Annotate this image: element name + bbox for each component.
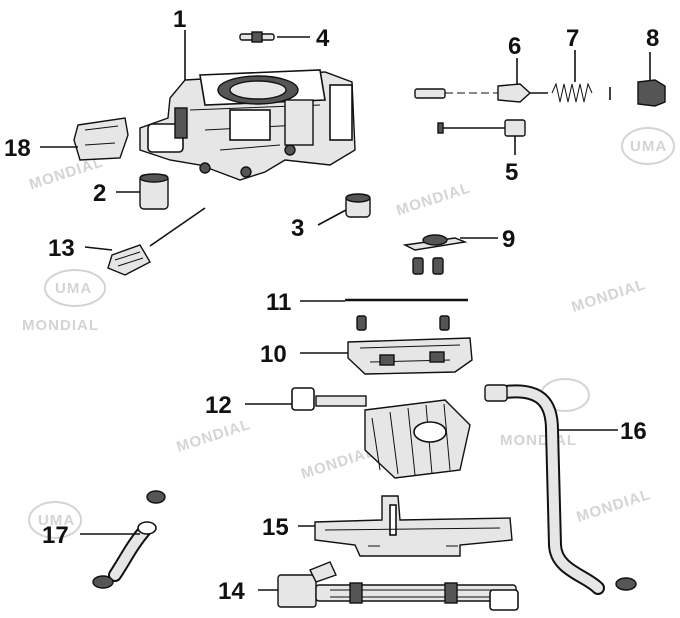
float-12 xyxy=(291,387,471,479)
watermark-text: MONDIAL xyxy=(574,486,652,526)
watermark-text: MONDIAL xyxy=(569,276,647,316)
leader-lines xyxy=(40,30,651,591)
callout-10: 10 xyxy=(260,341,287,368)
watermark-text: MONDIAL xyxy=(394,179,472,219)
watermark-logo-text: UMA xyxy=(630,138,667,155)
jet-2 xyxy=(139,173,169,210)
callout-12: 12 xyxy=(205,392,232,419)
watermark-text: MONDIAL xyxy=(22,317,99,334)
watermark-logo: UMA xyxy=(621,127,675,165)
callout-14: 14 xyxy=(218,578,245,605)
callout-15: 15 xyxy=(262,514,289,541)
callout-4: 4 xyxy=(316,25,330,52)
watermark-text: MONDIAL xyxy=(174,416,252,456)
pin-4 xyxy=(239,31,275,43)
callout-17: 17 xyxy=(42,522,69,549)
watermark-logo: UMA xyxy=(28,501,82,539)
watermark-text: MONDIAL xyxy=(500,432,577,449)
callout-16: 16 xyxy=(620,418,647,445)
watermark-logo-text: UMA xyxy=(55,280,92,297)
callout-11: 11 xyxy=(266,289,291,316)
base-plate-15 xyxy=(314,495,513,557)
manifold-14 xyxy=(277,561,519,611)
callout-13: 13 xyxy=(48,235,75,262)
callout-5: 5 xyxy=(505,159,518,186)
drain-hose-16 xyxy=(484,384,637,595)
callout-8: 8 xyxy=(646,25,659,52)
callout-7: 7 xyxy=(566,25,579,52)
callout-1: 1 xyxy=(173,6,186,33)
carburetor-body xyxy=(139,69,356,181)
pilot-screw-13 xyxy=(107,207,206,276)
watermarks: MONDIAL MONDIAL MONDIAL MONDIAL MONDIAL … xyxy=(22,127,675,539)
choke-cover-18 xyxy=(73,117,129,161)
spring-7 xyxy=(551,82,593,103)
callout-9: 9 xyxy=(502,226,515,253)
callout-6: 6 xyxy=(508,33,521,60)
watermark-logo: UMA xyxy=(44,269,106,307)
callout-labels: 1 2 3 4 5 6 7 8 9 10 11 12 13 14 15 16 1… xyxy=(4,6,659,605)
hose-17 xyxy=(92,490,166,589)
callout-3: 3 xyxy=(291,215,304,242)
gasket-11 xyxy=(345,298,468,331)
float-valve-9 xyxy=(402,234,468,275)
float-bowl-10 xyxy=(347,337,473,375)
screw-5 xyxy=(437,119,526,137)
watermark-logo-text: UMA xyxy=(38,512,75,529)
callout-2: 2 xyxy=(93,180,106,207)
callout-18: 18 xyxy=(4,135,31,162)
needle-assembly-row xyxy=(414,79,666,107)
jet-3 xyxy=(345,193,371,218)
